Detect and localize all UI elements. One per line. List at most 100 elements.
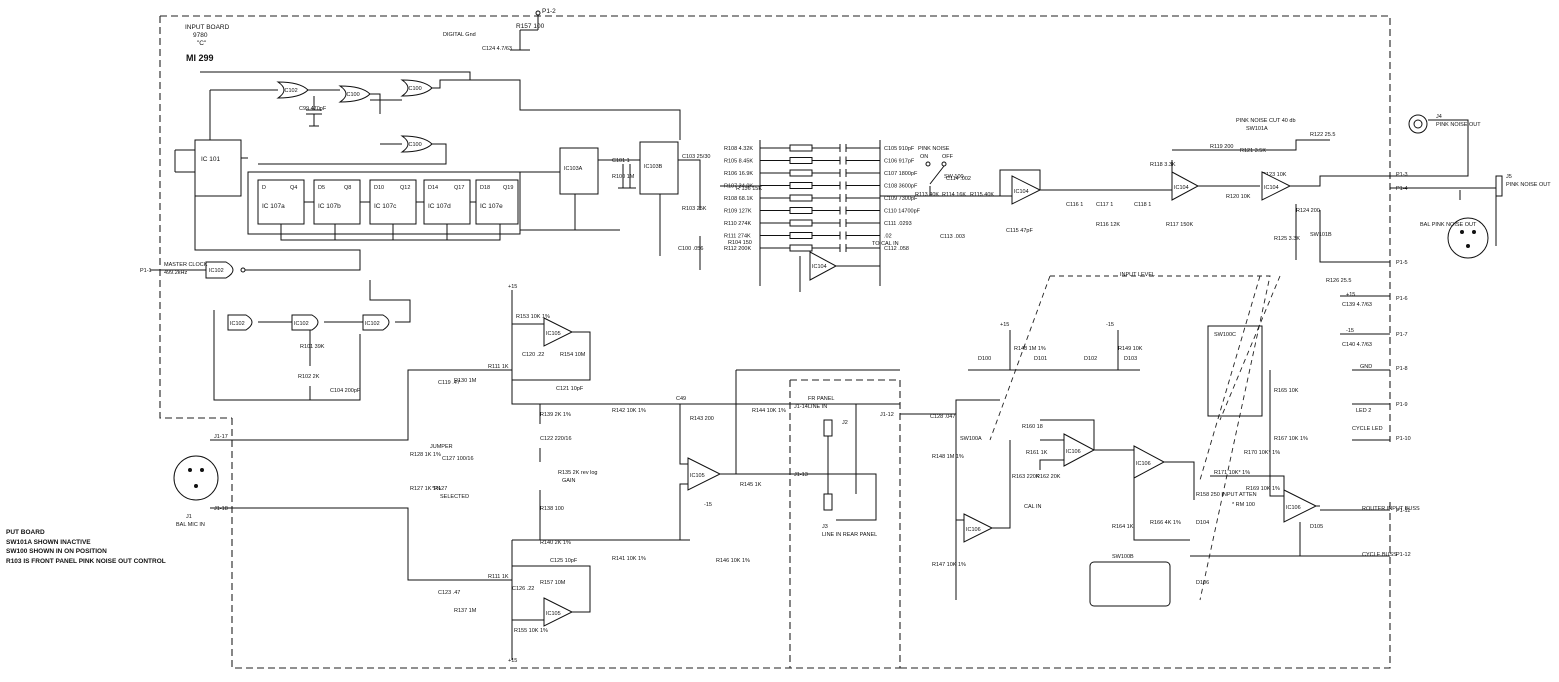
filter-rung <box>760 156 880 165</box>
c122-label: C122 220/16 <box>540 436 572 442</box>
note-line: SW101A SHOWN INACTIVE <box>6 538 91 546</box>
j5-label: J5 <box>1506 174 1512 180</box>
ic102d-label: IC102 <box>209 268 224 274</box>
c114-label: C114 .002 <box>946 176 971 182</box>
router-input-buss-label: ROUTER INPUT BUSS <box>1362 506 1420 512</box>
r143-label: R143 200 <box>690 416 714 422</box>
sw100c-label: SW100C <box>1214 332 1236 338</box>
connector-p1-3: P1-3 <box>1396 172 1408 178</box>
r140-label: R140 2K 1% <box>540 540 571 546</box>
note-line: R103 IS FRONT PANEL PINK NOISE OUT CONTR… <box>6 557 166 565</box>
pink-noise-out-label: PINK NOISE OUT <box>1436 122 1481 128</box>
filter-resistor <box>789 207 813 214</box>
c125-label: C125 10pF <box>550 558 578 564</box>
j4-label: J4 <box>1436 114 1442 120</box>
r145-label: R145 1K <box>740 482 762 488</box>
r126-label: R126 25.5 <box>1326 278 1351 284</box>
r127-selected-marker: *R127 <box>432 486 447 492</box>
filter-resistor-label: R110 274K <box>724 221 751 227</box>
model-number: MI 299 <box>186 53 214 63</box>
mic-preamp: J1 BAL MIC IN J1-17 J1-18 C119 .47 R130 … <box>173 284 900 664</box>
ic107b-label: IC 107b <box>318 203 341 210</box>
filter-rung <box>760 244 880 252</box>
connector-j1-12: J1-12 <box>880 412 894 418</box>
j4-jack <box>1408 114 1428 134</box>
output-connectors: J4 PINK NOISE OUT J5 PINK NOISE OUT BAL … <box>1190 114 1551 558</box>
filter-resistor <box>789 219 813 227</box>
ic107d-label: IC 107d <box>428 203 451 210</box>
connector-p1-12: P1-12 <box>1396 552 1411 558</box>
r111b-label: R111 1K <box>488 574 509 580</box>
r147-label: R147 10K 1% <box>932 562 966 568</box>
filter-resistor <box>789 157 813 164</box>
ic103a-label: IC103A <box>564 166 583 172</box>
ic105b-label: IC105 <box>546 611 561 617</box>
r164-label: R164 1K <box>1112 524 1134 530</box>
r138-label: R138 100 <box>540 506 564 512</box>
sr-pin: Q4 <box>290 185 297 191</box>
ic104a-label: IC104 <box>812 264 827 270</box>
filter-rung <box>760 169 880 177</box>
ic102-gate-label: IC102 <box>365 321 380 327</box>
r148-label: R148 1M 1% <box>1014 346 1046 352</box>
r155-label: R155 10K 1% <box>514 628 548 634</box>
j1-label: J1 <box>186 514 192 520</box>
sw-on-label: ON <box>920 154 928 160</box>
r130-label: R130 1M <box>454 378 477 384</box>
supply-plus15: +15 <box>1346 292 1355 298</box>
d100-label: D100 <box>978 356 991 362</box>
board-number: 9780 <box>193 32 208 39</box>
gain-label: GAIN <box>562 478 575 484</box>
filter-cap-label: C105 910pF <box>884 146 915 152</box>
supply-plus15-c: +15 <box>1000 322 1009 328</box>
pink-noise-cut-label: PINK NOISE CUT 40 db <box>1236 118 1296 124</box>
r157-label: R157 100 <box>516 23 545 30</box>
r122-label: R122 25.5 <box>1310 132 1335 138</box>
sr-pin: D18 <box>480 185 490 191</box>
filter-rung <box>760 231 880 240</box>
ic107a-label: IC 107a <box>262 203 285 210</box>
ic104b-label: IC104 <box>1014 189 1029 195</box>
filter-resistor <box>789 244 813 252</box>
schematic-notes: PUT BOARD SW101A SHOWN INACTIVE SW100 SH… <box>6 528 256 566</box>
c124-label: C124 4.7/63 <box>482 46 512 52</box>
ic107c-label: IC 107c <box>374 203 397 210</box>
r169-label: R169 10K 1% <box>1246 486 1280 492</box>
c120-label: C120 .22 <box>522 352 544 358</box>
digital-supply: P1-2 R157 100 DIGITAL Gnd C124 4.7/63 <box>443 8 556 52</box>
c121-label: C121 10pF <box>556 386 584 392</box>
fr-panel-line-label: LINE IN <box>808 404 827 410</box>
r142-label: R142 10K 1% <box>612 408 646 414</box>
filter-resistor-label: R105 8.45K <box>724 159 753 165</box>
filter-resistor <box>789 194 813 202</box>
filter-cap-label: C106 917pF <box>884 159 915 165</box>
supply-plus15-a: +15 <box>508 284 517 290</box>
connector-p1-5: P1-5 <box>1396 260 1408 266</box>
ic106c-opamp <box>1133 445 1166 479</box>
cycle-buss-label: CYCLE BUSS <box>1362 552 1397 558</box>
filter-cap-label: .02 <box>884 234 892 240</box>
c100-label: C100 .056 <box>678 246 703 252</box>
filter-resistor-label: R107 34.0K <box>724 184 753 190</box>
d102-label: D102 <box>1084 356 1097 362</box>
r166-label: R166 4K 1% <box>1150 520 1181 526</box>
board-rev: "C" <box>197 40 207 47</box>
filter-resistor <box>789 232 813 239</box>
d106-label: D106 <box>1196 580 1209 586</box>
ic106d-label: IC106 <box>1286 505 1301 511</box>
r123-label: R123 10K <box>1262 172 1287 178</box>
board-outline <box>159 15 1391 669</box>
r137-label: R137 1M <box>454 608 477 614</box>
ic103b-box <box>639 141 679 195</box>
connector-j1-13: J1-13 <box>794 472 808 478</box>
r121-label: R121 3.5K <box>1240 148 1266 154</box>
ic105a-label: IC105 <box>546 331 561 337</box>
c101-label: C101 1 <box>612 158 630 164</box>
connector-p1-7: P1-7 <box>1396 332 1408 338</box>
r160-label: R160 18 <box>1022 424 1043 430</box>
j1-xlr <box>173 455 219 501</box>
c117-label: C117 1 <box>1096 202 1113 208</box>
connector-j1-14: J1-14 <box>794 404 808 410</box>
filter-rung <box>760 181 880 190</box>
